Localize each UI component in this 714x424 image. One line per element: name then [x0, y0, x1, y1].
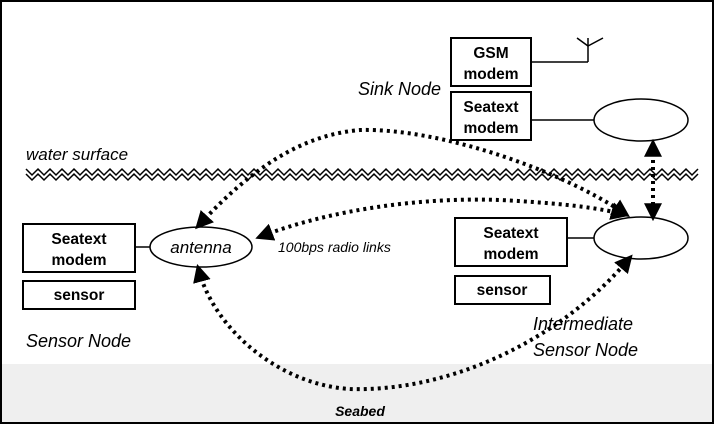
sensor-node-seatext-modem-box [22, 223, 136, 273]
antenna-mast-icon [531, 37, 604, 63]
gsm-modem-line2: modem [463, 66, 518, 83]
intermediate-seatext-line2: modem [483, 246, 538, 263]
sensor-node-seatext-line1: Seatext [51, 231, 106, 248]
intermediate-sensor-label: sensor [477, 282, 528, 299]
sensor-node-sensor-box [22, 280, 136, 310]
gsm-modem-box [450, 37, 532, 87]
sensor-node-sensor-label: sensor [54, 287, 105, 304]
sink-seatext-line1: Seatext [463, 99, 518, 116]
sink-seatext-modem-box [450, 91, 532, 141]
link-antenna-to-intermediate-upper [195, 127, 630, 230]
link-antenna-to-intermediate-seabed [193, 254, 633, 392]
intermediate-label-line1: Intermediate [533, 314, 633, 334]
gsm-modem-line1: GSM [473, 45, 508, 62]
sink-node-label: Sink Node [358, 79, 441, 99]
water-surface-label: water surface [26, 145, 128, 164]
link-antenna-to-intermediate-middle [255, 197, 629, 241]
sensor-node-label: Sensor Node [26, 331, 131, 351]
intermediate-label-line2: Sensor Node [533, 340, 638, 360]
sink-seatext-line2: modem [463, 120, 518, 137]
sink-node-ellipse [593, 98, 689, 142]
water-surface-line [25, 167, 699, 177]
radio-links-label: 100bps radio links [278, 239, 391, 255]
seabed-label: Seabed [335, 403, 385, 419]
sensor-node-seatext-line2: modem [51, 252, 106, 269]
seabed-region [1, 364, 713, 423]
intermediate-node-ellipse [593, 216, 689, 260]
water-surface-line-2 [25, 172, 699, 182]
antenna-label: antenna [170, 238, 231, 257]
intermediate-seatext-line1: Seatext [483, 225, 538, 242]
